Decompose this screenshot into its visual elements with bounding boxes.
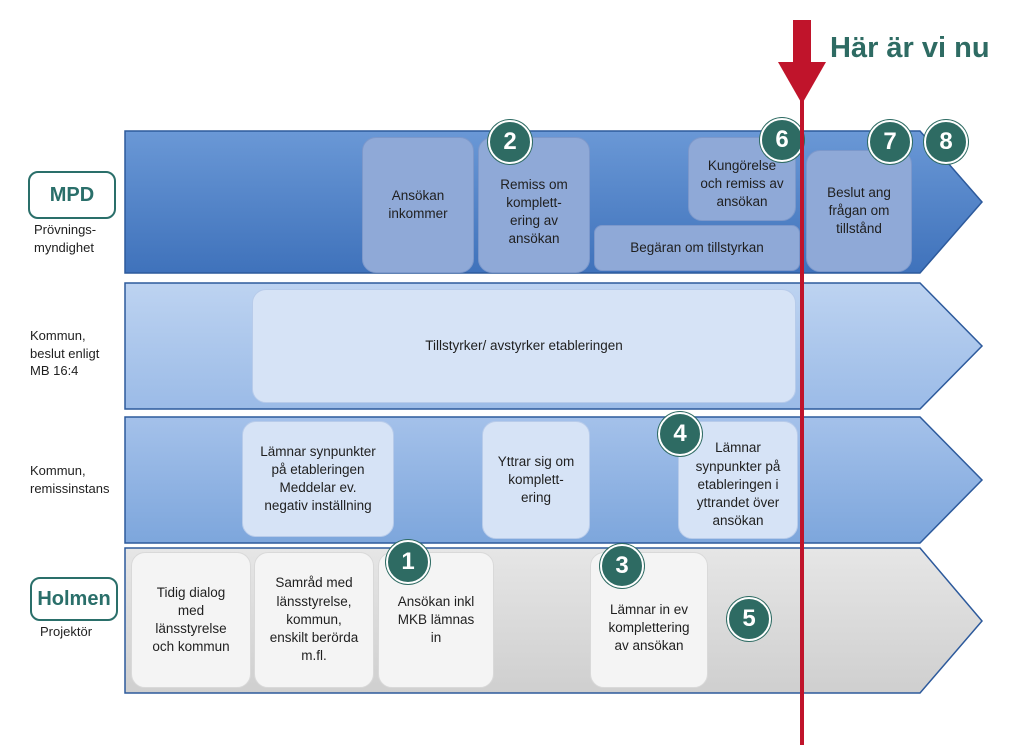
step-badge-3: 3 xyxy=(600,544,644,588)
step-badge-1: 1 xyxy=(386,540,430,584)
box-lamnar-synpunkter-1: Lämnar synpunkter på etableringen Meddel… xyxy=(242,421,394,537)
mpd-tag: MPD xyxy=(28,171,116,219)
kommun-remiss-lane-label: Kommun, remissinstans xyxy=(30,463,110,496)
box-yttrar-sig: Yttrar sig om komplett- ering xyxy=(482,421,590,539)
box-tillstyrker: Tillstyrker/ avstyrker etableringen xyxy=(252,289,796,403)
current-position-marker xyxy=(778,20,826,745)
box-begaran-tillstyrkan: Begäran om tillstyrkan xyxy=(594,225,800,271)
holmen-lane-label: Projektör xyxy=(40,624,93,639)
mpd-lane-label: Prövnings- myndighet xyxy=(34,222,97,255)
box-ansokan-inkommer: Ansökan inkommer xyxy=(362,137,474,273)
box-beslut: Beslut ang frågan om tillstånd xyxy=(806,150,912,272)
step-badge-8: 8 xyxy=(924,120,968,164)
step-badge-4: 4 xyxy=(658,412,702,456)
step-badge-2: 2 xyxy=(488,120,532,164)
box-tidig-dialog: Tidig dialog med länsstyrelse och kommun xyxy=(131,552,251,688)
box-samrad: Samråd med länsstyrelse, kommun, enskilt… xyxy=(254,552,374,688)
holmen-tag: Holmen xyxy=(30,577,118,621)
step-badge-5: 5 xyxy=(727,597,771,641)
here-label: Här är vi nu xyxy=(830,32,990,64)
box-remiss-komplettering: Remiss om komplett- ering av ansökan xyxy=(478,137,590,273)
step-badge-7: 7 xyxy=(868,120,912,164)
kommun-beslut-lane-label: Kommun, beslut enligt MB 16:4 xyxy=(30,328,100,379)
